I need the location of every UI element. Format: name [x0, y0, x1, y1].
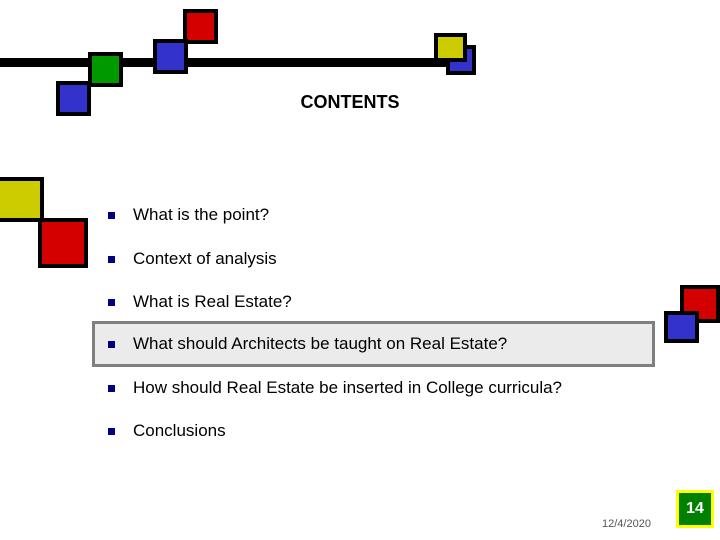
list-item-architects-highlighted: What should Architects be taught on Real… — [92, 321, 655, 367]
yellow-square-right — [434, 33, 467, 62]
bullet-icon — [108, 427, 115, 435]
list-item-label: What is the point? — [133, 205, 270, 224]
list-item-real-estate: What is Real Estate? — [92, 281, 655, 323]
list-item-label: What is Real Estate? — [133, 292, 292, 311]
list-item-curricula: How should Real Estate be inserted in Co… — [92, 367, 655, 409]
bullet-icon — [108, 255, 115, 263]
red-square-mid-right — [680, 285, 720, 323]
list-item-label: What should Architects be taught on Real… — [133, 334, 508, 353]
yellow-square-left — [0, 177, 44, 222]
blue-square-left — [56, 81, 91, 116]
list-item-point: What is the point? — [92, 194, 655, 236]
list-item-context: Context of analysis — [92, 238, 655, 280]
red-square-left — [38, 218, 88, 268]
bullet-icon — [108, 384, 115, 392]
bullet-icon — [108, 211, 115, 219]
list-item-conclusions: Conclusions — [92, 410, 655, 452]
blue-square-mid-right — [664, 311, 699, 343]
red-square-top — [183, 9, 218, 44]
top-decorative-bar — [0, 58, 470, 67]
page-number-badge: 14 — [676, 490, 714, 528]
bullet-icon — [108, 340, 115, 348]
list-item-label: Context of analysis — [133, 249, 277, 268]
blue-square-top — [153, 39, 188, 74]
green-square — [88, 52, 123, 87]
bullet-icon — [108, 298, 115, 306]
list-item-label: How should Real Estate be inserted in Co… — [133, 378, 563, 397]
list-item-label: Conclusions — [133, 421, 226, 440]
slide-title: CONTENTS — [300, 92, 400, 112]
slide-date: 12/4/2020 — [602, 518, 651, 530]
